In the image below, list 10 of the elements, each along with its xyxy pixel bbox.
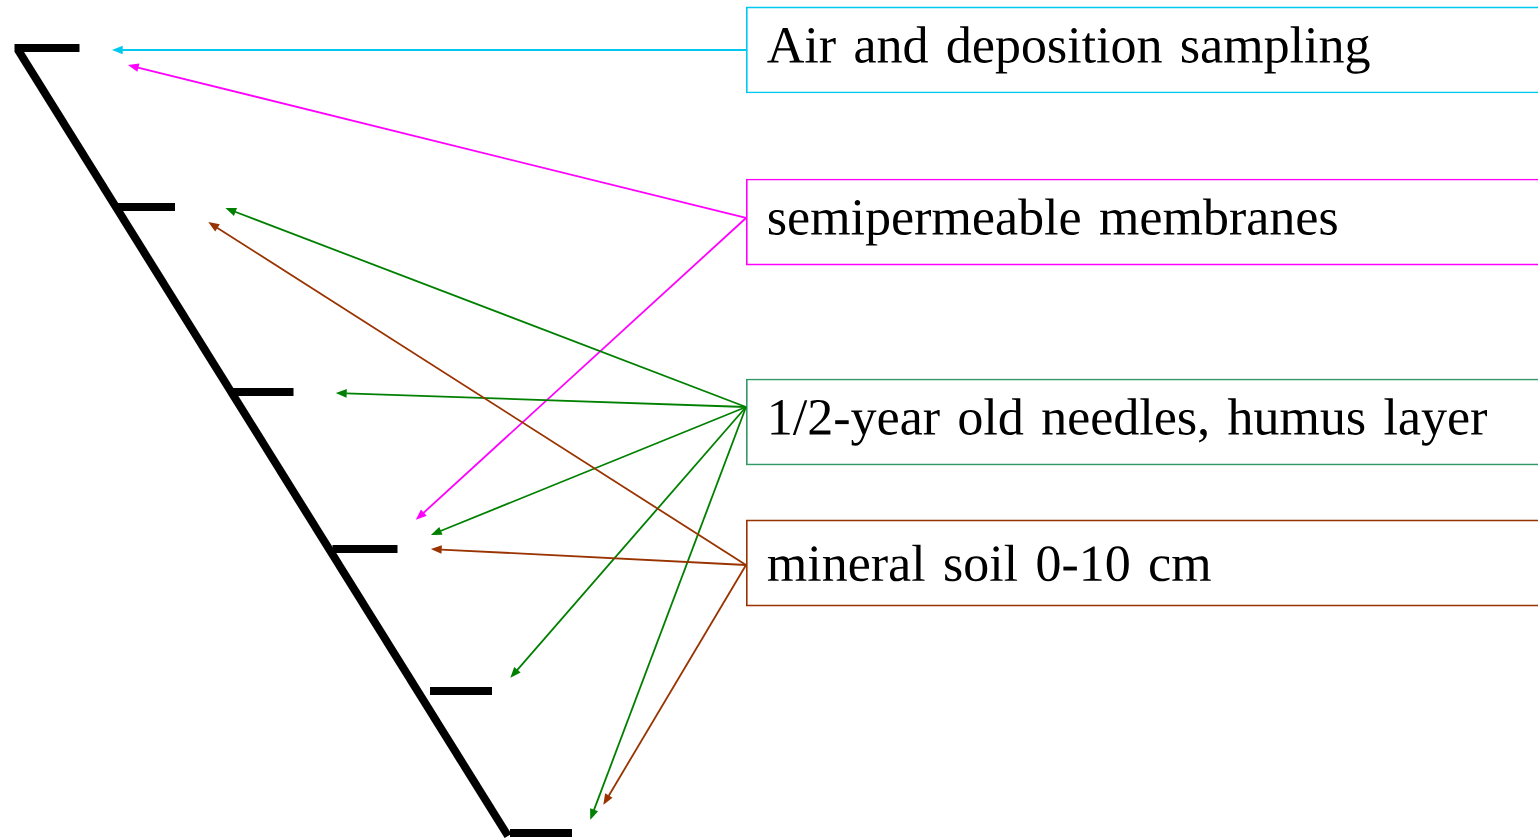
label-box: Air and deposition sampling xyxy=(746,6,1538,94)
tick-mark xyxy=(510,829,572,837)
tick-mark xyxy=(117,203,175,211)
label-box: mineral soil 0-10 cm xyxy=(746,519,1538,607)
tick-mark xyxy=(430,687,492,695)
label-box: 1/2-year old needles, humus layer xyxy=(746,378,1538,466)
tick-mark xyxy=(14,44,80,52)
tick-mark xyxy=(332,545,398,553)
tick-mark xyxy=(232,388,294,396)
label-box: semipermeable membranes xyxy=(746,178,1538,266)
